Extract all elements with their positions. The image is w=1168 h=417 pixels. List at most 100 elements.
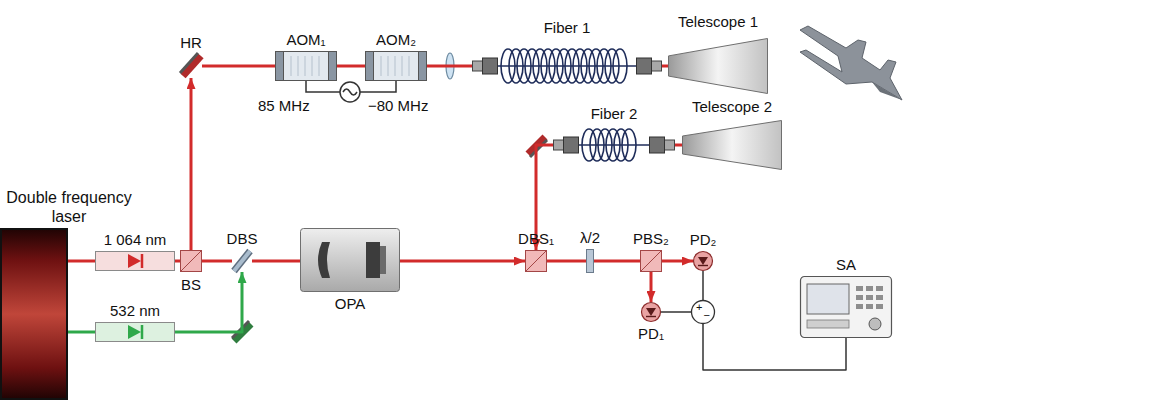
component-label: AOM₂ bbox=[376, 31, 416, 48]
component-label: AOM₁ bbox=[286, 31, 325, 48]
opa-crystal-shape bbox=[366, 242, 380, 278]
laser-beam bbox=[252, 260, 300, 263]
fiber-shape bbox=[549, 49, 563, 83]
component-label: Fiber 2 bbox=[591, 105, 638, 122]
aom-shape bbox=[312, 56, 313, 76]
spectrum-analyzer-shape bbox=[869, 318, 881, 330]
optical-isolator: 1 064 nm bbox=[95, 251, 175, 271]
polarizing-beam-splitter: PBS₂ bbox=[640, 250, 662, 272]
fiber-shape bbox=[590, 129, 604, 161]
fiber: Fiber 1 bbox=[472, 48, 662, 84]
dichroic-beam-splitter-shape bbox=[525, 250, 547, 272]
fiber-shape bbox=[589, 49, 603, 83]
opa-crystal-shape bbox=[380, 246, 386, 274]
opa-crystal: OPA bbox=[300, 228, 400, 292]
component-label: 532 nm bbox=[110, 302, 160, 319]
fiber-shape bbox=[472, 48, 662, 84]
telescope: Telescope 2 bbox=[682, 120, 782, 170]
aom-shape bbox=[298, 56, 299, 76]
aircraft-target bbox=[800, 26, 902, 100]
subtractor-shape bbox=[692, 301, 715, 324]
laser-beam bbox=[68, 260, 95, 263]
telescope-shape bbox=[682, 120, 782, 170]
optical-isolator-shape bbox=[128, 325, 141, 339]
fiber-shape bbox=[517, 49, 531, 83]
beam-splitter: BS bbox=[180, 250, 202, 272]
subtractor-shape bbox=[691, 300, 715, 324]
fiber-shape bbox=[533, 49, 547, 83]
component-label: DBS bbox=[227, 230, 258, 247]
component-label: BS bbox=[181, 276, 201, 293]
dichroic-beam-splitter: DBS₁ bbox=[525, 250, 547, 272]
aircraft-target bbox=[872, 82, 902, 100]
rf-oscillator bbox=[340, 82, 360, 102]
laser-beam bbox=[202, 65, 275, 68]
laser-source: Double frequency laser bbox=[0, 228, 68, 400]
telescope-shape bbox=[683, 121, 782, 170]
spectrum-analyzer-shape bbox=[876, 286, 883, 291]
fiber-shape bbox=[613, 49, 627, 83]
optical-isolator-shape bbox=[96, 323, 175, 342]
fiber-shape bbox=[606, 129, 620, 161]
component-label: DBS₁ bbox=[518, 230, 554, 247]
fiber-shape bbox=[473, 58, 498, 74]
subtractor: +− bbox=[691, 300, 715, 324]
spectrum-analyzer-shape bbox=[807, 284, 849, 314]
component-label: λ/2 bbox=[580, 229, 600, 246]
fiber-shape bbox=[637, 58, 662, 74]
aom-shape bbox=[319, 56, 320, 76]
spectrum-analyzer-shape bbox=[856, 295, 863, 300]
opa-crystal-shape bbox=[318, 242, 330, 278]
aom-shape bbox=[329, 52, 337, 81]
sign-label: − bbox=[704, 310, 710, 321]
laser-beam bbox=[175, 272, 242, 332]
component-label: HR bbox=[180, 34, 202, 51]
component-label: Telescope 2 bbox=[692, 98, 772, 115]
spectrum-analyzer-shape bbox=[856, 286, 863, 291]
aom-shape bbox=[366, 52, 374, 81]
laser-beam bbox=[68, 331, 95, 334]
fiber-shape bbox=[509, 49, 523, 83]
fiber-mirror bbox=[530, 140, 547, 157]
laser-beam bbox=[400, 260, 525, 263]
opa-crystal-shape bbox=[301, 229, 400, 292]
aircraft-target bbox=[800, 26, 902, 100]
telescope-shape bbox=[669, 39, 768, 94]
dichroic-beam-splitter-shape bbox=[526, 251, 547, 272]
aom-shape bbox=[395, 56, 396, 76]
fiber-shape bbox=[573, 49, 587, 83]
photodetector: PD₂ bbox=[693, 251, 713, 271]
photodetector: PD₁ bbox=[641, 302, 661, 322]
beam-splitter-shape bbox=[180, 250, 202, 272]
fiber-shape bbox=[614, 129, 628, 161]
fiber-shape bbox=[501, 49, 515, 83]
optical-isolator-shape bbox=[128, 254, 141, 268]
half-wave-plate-shape bbox=[587, 250, 594, 273]
mirror-shape bbox=[180, 54, 202, 78]
polarizing-beam-splitter-shape bbox=[641, 251, 662, 272]
beam-splitter-shape bbox=[181, 251, 202, 272]
component-label: 1 064 nm bbox=[104, 231, 167, 248]
component-label: + bbox=[696, 302, 702, 313]
fiber-shape bbox=[483, 58, 498, 74]
optical-isolator-shape bbox=[95, 251, 175, 271]
rf-oscillator bbox=[343, 89, 357, 95]
photodetector-shape bbox=[698, 257, 708, 265]
optical-isolator-shape bbox=[96, 252, 175, 271]
telescope-shape bbox=[668, 38, 768, 94]
fiber-shape bbox=[554, 140, 564, 150]
dichroic-beam-splitter-shape bbox=[234, 251, 250, 271]
component-label: Telescope 1 bbox=[678, 13, 758, 30]
aom: AOM₁ bbox=[275, 51, 337, 81]
optical-isolator: 532 nm bbox=[95, 322, 175, 342]
component-label: OPA bbox=[335, 295, 366, 312]
component-label: Fiber 1 bbox=[544, 19, 591, 36]
fiber-shape bbox=[557, 49, 571, 83]
fiber-shape bbox=[650, 137, 665, 153]
photodetector-shape bbox=[694, 252, 713, 271]
component-label: PBS₂ bbox=[633, 230, 669, 247]
dichroic-beam-splitter-shape bbox=[234, 251, 250, 271]
half-wave-plate-shape bbox=[586, 249, 594, 273]
aom-shape bbox=[409, 56, 410, 76]
beam-splitter-shape bbox=[181, 251, 202, 272]
